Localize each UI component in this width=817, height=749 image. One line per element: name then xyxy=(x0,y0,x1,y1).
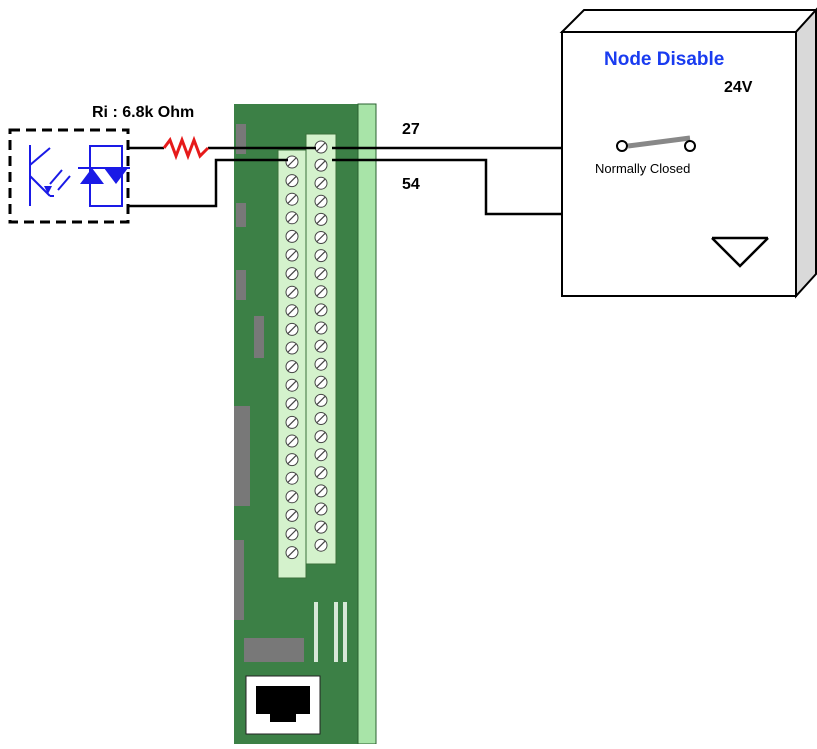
resistor-label: Ri : 6.8k Ohm xyxy=(92,104,194,121)
terminal-screw xyxy=(285,527,299,541)
terminal-screw xyxy=(314,520,328,534)
ground-icon xyxy=(711,236,769,268)
box-front-face xyxy=(561,31,797,297)
terminal-screw xyxy=(285,397,299,411)
terminal-screw xyxy=(285,508,299,522)
terminal-screw xyxy=(314,393,328,407)
node-disable-box xyxy=(559,7,817,299)
optocoupler-icon xyxy=(8,128,130,224)
terminal-screw xyxy=(314,448,328,462)
terminal-screw xyxy=(314,484,328,498)
terminal-screw xyxy=(314,538,328,552)
terminal-screw xyxy=(285,211,299,225)
board-chip xyxy=(244,638,304,662)
terminal-screw xyxy=(314,231,328,244)
terminal-screw xyxy=(314,140,328,154)
box-title: Node Disable xyxy=(604,49,724,70)
board-component xyxy=(236,203,246,227)
controller-board xyxy=(234,103,377,745)
terminal-screw xyxy=(314,339,328,353)
terminal-screw xyxy=(285,322,299,336)
terminal-screw xyxy=(285,434,299,448)
box-top-face xyxy=(559,9,817,33)
pin-54-label: 54 xyxy=(402,176,420,193)
pin-27-label: 27 xyxy=(402,121,420,138)
terminal-screw xyxy=(314,430,328,444)
terminal-screw xyxy=(285,267,299,281)
rj45-jack-icon xyxy=(245,675,321,735)
terminal-screw xyxy=(285,453,299,467)
terminal-screw xyxy=(314,412,328,425)
terminal-column-right xyxy=(314,140,328,552)
board-component xyxy=(236,124,246,154)
terminal-screw xyxy=(314,285,328,299)
terminal-screw xyxy=(285,304,299,318)
terminal-screw xyxy=(285,248,299,262)
input-circuit-box xyxy=(8,128,130,224)
terminal-screw xyxy=(285,192,299,206)
wire-opto-to-pin54 xyxy=(128,158,288,208)
terminal-screw xyxy=(314,194,328,208)
board-component xyxy=(254,316,264,358)
terminal-screw xyxy=(285,285,299,299)
terminal-screw xyxy=(285,174,299,188)
terminal-column-left xyxy=(285,155,299,560)
terminal-screw xyxy=(285,229,299,243)
switch-state-label: Normally Closed xyxy=(595,161,690,176)
switch-contact-right xyxy=(684,140,696,152)
terminal-screw xyxy=(285,378,299,392)
terminal-screw xyxy=(314,321,328,335)
terminal-screw xyxy=(285,490,299,504)
terminal-screw xyxy=(285,360,299,374)
switch-icon xyxy=(616,135,696,152)
terminal-screw xyxy=(314,176,328,190)
voltage-label: 24V xyxy=(724,79,753,96)
terminal-screw xyxy=(314,212,328,226)
terminal-screw xyxy=(314,466,328,480)
board-silkscreen-marks xyxy=(314,602,347,662)
resistor-icon xyxy=(162,135,210,161)
board-component xyxy=(234,406,250,506)
board-component xyxy=(234,540,244,620)
board-component xyxy=(236,270,246,300)
terminal-screw xyxy=(285,155,299,169)
terminal-screw xyxy=(314,303,328,317)
terminal-screw xyxy=(314,267,328,281)
terminal-screw xyxy=(314,249,328,263)
terminal-screw xyxy=(285,546,299,560)
switch-contact-left xyxy=(616,140,628,152)
board-edge-strip xyxy=(357,103,377,745)
terminal-screw xyxy=(314,357,328,371)
terminal-screw xyxy=(314,375,328,389)
switch-lever xyxy=(627,135,691,149)
box-side-face xyxy=(795,7,817,299)
terminal-screw xyxy=(314,158,328,172)
terminal-screw xyxy=(285,471,299,485)
terminal-screw xyxy=(285,341,299,355)
terminal-screw xyxy=(285,415,299,429)
terminal-screw xyxy=(314,502,328,516)
